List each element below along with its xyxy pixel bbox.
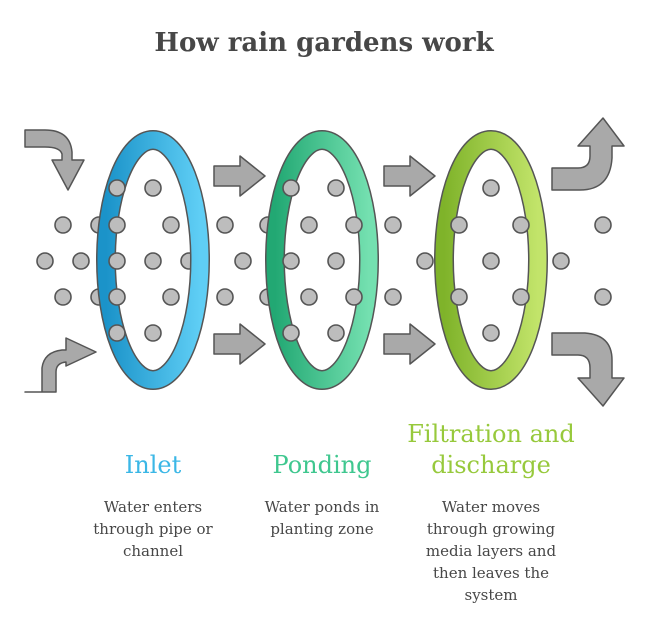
stage-title-filtration: Filtration and discharge xyxy=(407,420,575,479)
water-particle xyxy=(144,324,162,342)
water-particle xyxy=(300,216,318,234)
water-particle xyxy=(144,252,162,270)
water-particle xyxy=(108,179,126,197)
water-particle xyxy=(482,324,500,342)
arrow-inlet-ponding-bottom xyxy=(213,323,266,365)
stage-title-inlet: Inlet xyxy=(124,451,182,479)
water-particle xyxy=(450,216,468,234)
water-particle xyxy=(416,252,434,270)
water-particle xyxy=(72,252,90,270)
water-particle xyxy=(512,288,530,306)
water-particle xyxy=(300,288,318,306)
water-particle xyxy=(108,216,126,234)
water-particle xyxy=(54,288,72,306)
stage-description-filtration: Water moves through growing media layers… xyxy=(425,498,557,604)
page-title: How rain gardens work xyxy=(154,28,494,58)
water-particle xyxy=(384,216,402,234)
curved-input-arrow-bottom xyxy=(24,337,97,393)
filtration-ring xyxy=(434,130,548,390)
stage-title-ponding: Ponding xyxy=(272,451,372,479)
water-particle xyxy=(108,324,126,342)
water-particle xyxy=(345,216,363,234)
curved-output-arrow-bottom xyxy=(551,332,625,407)
water-particle xyxy=(108,252,126,270)
water-particle xyxy=(482,179,500,197)
arrow-ponding-filtration-bottom xyxy=(383,323,436,365)
ponding-ring xyxy=(265,130,379,390)
water-particle xyxy=(282,324,300,342)
water-particle xyxy=(327,179,345,197)
water-particle xyxy=(36,252,54,270)
water-particles xyxy=(36,216,612,306)
water-particle xyxy=(512,216,530,234)
curved-input-arrow-top xyxy=(24,129,85,191)
water-particle xyxy=(327,252,345,270)
water-particle xyxy=(234,252,252,270)
water-particle xyxy=(594,216,612,234)
curved-output-arrow-top xyxy=(551,117,625,191)
water-particles-front xyxy=(108,179,530,342)
water-particle xyxy=(450,288,468,306)
water-particle xyxy=(144,179,162,197)
stage-description-ponding: Water ponds in planting zone xyxy=(264,498,380,538)
arrow-ponding-filtration-top xyxy=(383,155,436,197)
inlet-ring xyxy=(96,130,210,390)
water-particle xyxy=(108,288,126,306)
water-particle xyxy=(162,288,180,306)
water-particle xyxy=(345,288,363,306)
arrow-inlet-ponding-top xyxy=(213,155,266,197)
water-particle xyxy=(327,324,345,342)
stage-description-inlet: Water enters through pipe or channel xyxy=(93,498,213,560)
water-particle xyxy=(384,288,402,306)
water-particle xyxy=(482,252,500,270)
water-particle xyxy=(594,288,612,306)
water-particle xyxy=(282,179,300,197)
water-particle xyxy=(282,252,300,270)
water-particle xyxy=(162,216,180,234)
water-particle xyxy=(216,288,234,306)
water-particle xyxy=(552,252,570,270)
water-particle xyxy=(216,216,234,234)
water-particle xyxy=(54,216,72,234)
